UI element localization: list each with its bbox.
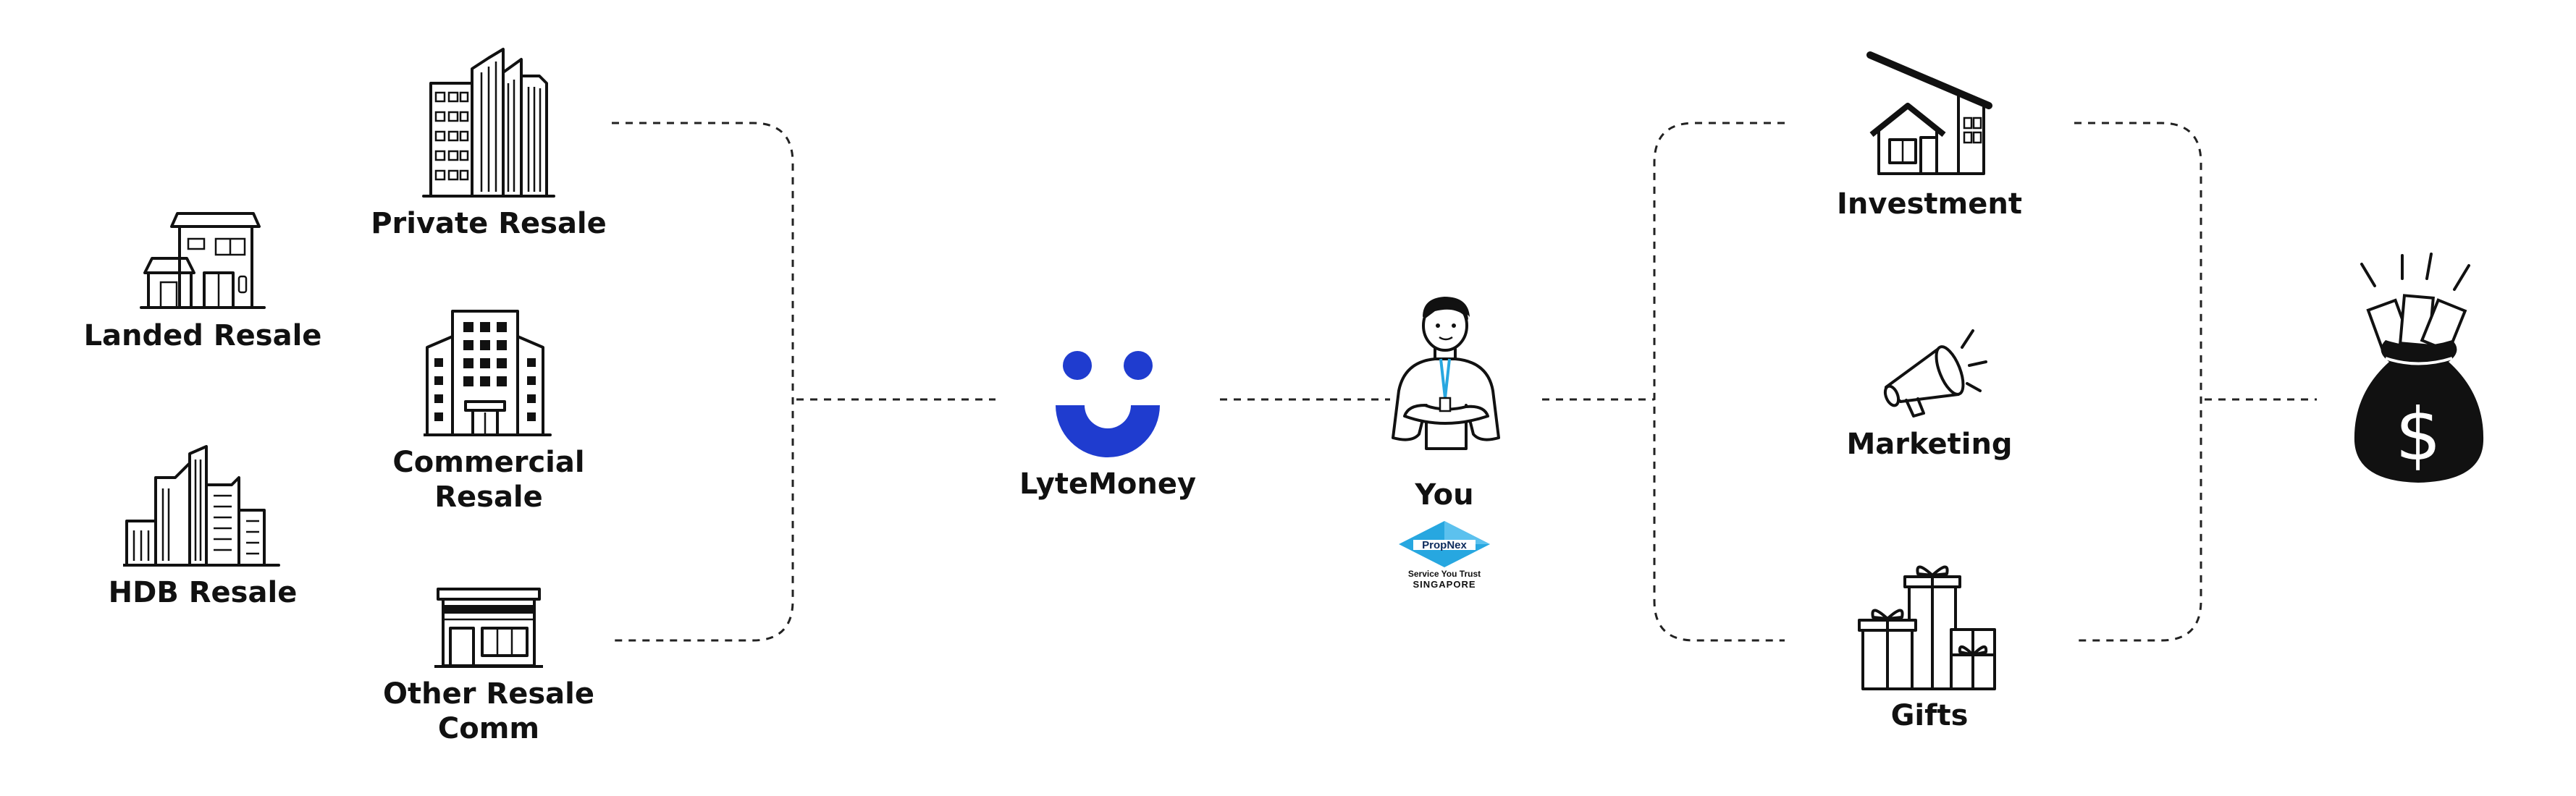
label-landed-resale: Landed Resale (83, 319, 322, 352)
node-marketing: Marketing (1785, 315, 2074, 462)
label-marketing: Marketing (1846, 428, 2013, 461)
house-investment-icon (1866, 51, 1992, 175)
label-you: You (1415, 478, 1474, 512)
label-gifts: Gifts (1890, 699, 1969, 732)
private-condo-icon (422, 48, 555, 198)
node-money-bag: $ (2346, 250, 2491, 488)
shopfront-icon (434, 588, 543, 668)
node-gifts: Gifts (1785, 561, 2074, 733)
node-private-resale: Private Resale (366, 43, 612, 241)
label-other-resale-comm: Other Resale Comm (383, 677, 594, 745)
money-bag-icon: $ (2354, 253, 2484, 483)
propnex-wordmark: PropNex (1422, 539, 1467, 551)
label-commercial-resale: Commercial Resale (392, 446, 585, 514)
label-hdb-resale: HDB Resale (108, 576, 298, 609)
node-other-resale-comm: Other Resale Comm (366, 586, 612, 746)
node-you: You PropNex Service You Trust SINGAPORE (1358, 289, 1531, 590)
propnex-badge: PropNex Service You Trust SINGAPORE (1397, 520, 1491, 590)
hdb-flats-icon (123, 445, 280, 567)
dollar-sign: $ (2395, 392, 2441, 477)
node-landed-resale: Landed Resale (80, 206, 326, 353)
label-investment: Investment (1837, 187, 2022, 221)
office-building-icon (424, 310, 552, 436)
node-commercial-resale: Commercial Resale (366, 308, 612, 515)
label-lytemoney: LyteMoney (1019, 467, 1197, 501)
label-private-resale: Private Resale (371, 207, 607, 240)
propnex-tagline: Service You Trust (1407, 569, 1481, 579)
propnex-region: SINGAPORE (1413, 579, 1476, 590)
lytemoney-smile-logo (1056, 351, 1160, 457)
landed-house-icon (140, 212, 266, 309)
node-investment: Investment (1785, 49, 2074, 221)
gift-boxes-icon (1858, 565, 1996, 690)
propnex-logo: PropNex (1399, 521, 1490, 567)
agent-person-icon (1392, 297, 1500, 450)
node-hdb-resale: HDB Resale (80, 445, 326, 610)
node-lytemoney: LyteMoney (999, 344, 1216, 501)
megaphone-icon (1883, 329, 1987, 418)
